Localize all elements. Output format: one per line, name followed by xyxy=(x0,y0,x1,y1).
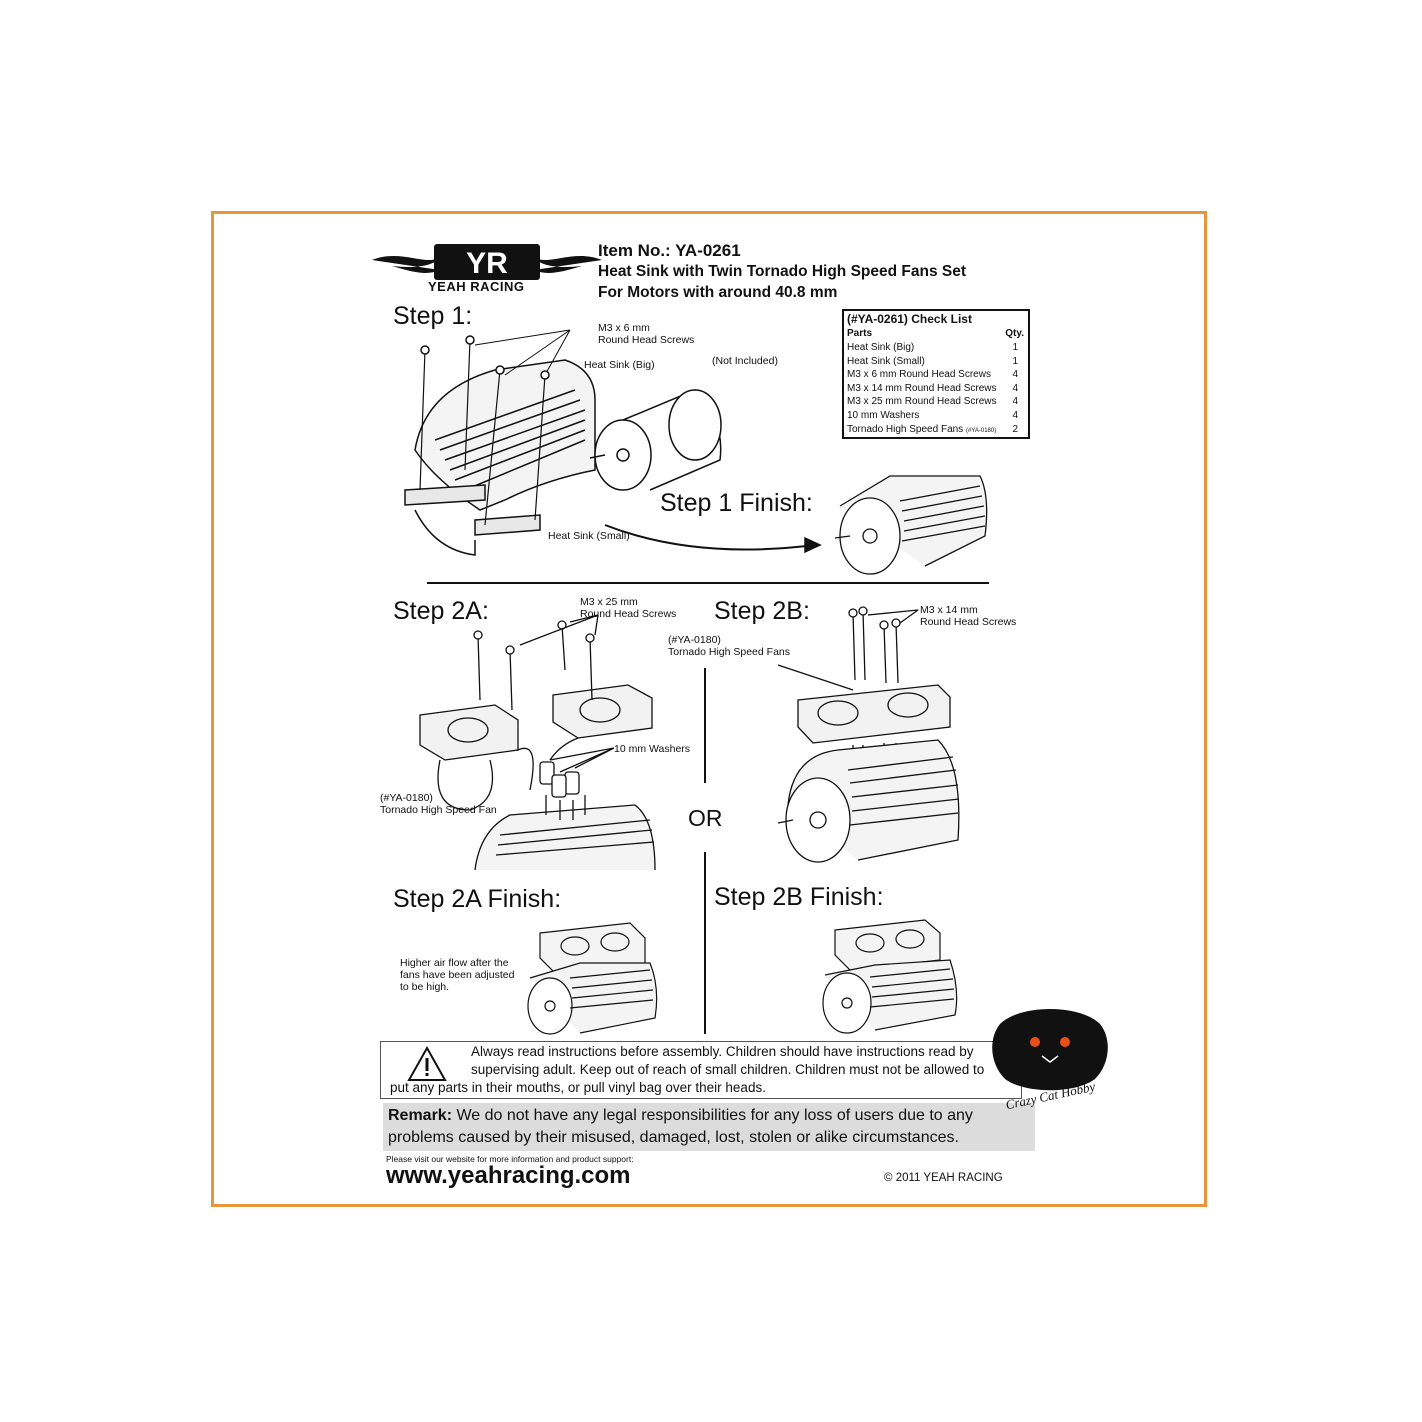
check-list-qty-header: Qty. xyxy=(1005,328,1024,339)
step2a-fan-label: (#YA-0180) Tornado High Speed Fan xyxy=(380,792,497,816)
check-list-row: Heat Sink (Small) 1 xyxy=(847,355,1022,369)
column-divider-top xyxy=(704,668,706,783)
warning-line2: supervising adult. Keep out of reach of … xyxy=(471,1062,985,1077)
remark-box: Remark: We do not have any legal respons… xyxy=(383,1103,1035,1151)
visit-note: Please visit our website for more inform… xyxy=(386,1154,634,1164)
not-included-label: (Not Included) xyxy=(712,355,778,367)
step1-finish-illustration xyxy=(834,475,988,575)
step2a-note: Higher air flow after the fans have been… xyxy=(400,957,515,993)
section-divider xyxy=(427,582,989,584)
safety-warning: Always read instructions before assembly… xyxy=(380,1041,1022,1099)
check-list-row: 10 mm Washers 4 xyxy=(847,409,1022,423)
crazy-cat-hobby-watermark: Crazy Cat Hobby xyxy=(992,1009,1108,1112)
step1-finish-title: Step 1 Finish: xyxy=(660,489,813,517)
part-qty: 2 xyxy=(1012,423,1018,435)
or-label: OR xyxy=(688,805,723,831)
part-name: M3 x 14 mm Round Head Screws xyxy=(847,382,997,394)
svg-text:YR: YR xyxy=(466,247,508,280)
check-list-row: M3 x 14 mm Round Head Screws 4 xyxy=(847,382,1022,396)
step2a-title: Step 2A: xyxy=(393,597,489,625)
washers-label: 10 mm Washers xyxy=(614,743,691,755)
remark-text1: We do not have any legal responsibilitie… xyxy=(456,1107,973,1124)
warning-triangle-icon xyxy=(407,1045,447,1081)
warning-line1: Always read instructions before assembly… xyxy=(471,1044,974,1059)
copyright: © 2011 YEAH RACING xyxy=(884,1172,1003,1184)
check-list-parts-header: Parts xyxy=(847,328,873,339)
product-title: Heat Sink with Twin Tornado High Speed F… xyxy=(598,263,967,280)
check-list-row: Tornado High Speed Fans (#YA-0180) 2 xyxy=(847,423,1022,437)
part-name: M3 x 25 mm Round Head Screws xyxy=(847,396,997,408)
check-list: (#YA-0261) Check List Parts Qty. Heat Si… xyxy=(842,309,1030,439)
copyright-text: 2011 YEAH RACING xyxy=(895,1172,1003,1184)
step1-screws-label: M3 x 6 mm Round Head Screws xyxy=(598,322,695,346)
check-list-row: Heat Sink (Big) 1 xyxy=(847,341,1022,355)
part-name: Heat Sink (Small) xyxy=(847,355,925,367)
warning-line3: put any parts in their mouths, or pull v… xyxy=(390,1080,766,1095)
check-list-row: M3 x 6 mm Round Head Screws 4 xyxy=(847,368,1022,382)
part-qty: 4 xyxy=(1012,410,1018,421)
part-name: Tornado High Speed Fans xyxy=(847,423,964,435)
brand-name: YEAH RACING xyxy=(428,279,525,294)
part-name: Heat Sink (Big) xyxy=(847,342,915,353)
part-qty: 4 xyxy=(1012,382,1018,394)
website-url: www.yeahracing.com xyxy=(386,1162,631,1189)
part-qty: 4 xyxy=(1012,369,1018,381)
part-tag: (#YA-0180) xyxy=(965,427,997,434)
part-name: M3 x 6 mm Round Head Screws xyxy=(847,369,991,381)
step2b-finish-title: Step 2B Finish: xyxy=(714,883,884,911)
item-number: Item No.: YA-0261 xyxy=(598,241,741,260)
step2a-illustration xyxy=(419,614,656,871)
step2b-finish-illustration xyxy=(822,919,958,1034)
part-qty: 1 xyxy=(1012,342,1018,353)
step1-title: Step 1: xyxy=(393,302,473,330)
check-list-row: M3 x 25 mm Round Head Screws 4 xyxy=(847,395,1022,409)
step2b-illustration xyxy=(777,606,960,863)
step2b-title: Step 2B: xyxy=(714,597,810,625)
remark-label: Remark: xyxy=(388,1107,453,1124)
copyright-icon: © xyxy=(884,1172,893,1184)
step2a-finish-title: Step 2A Finish: xyxy=(393,885,562,913)
step2b-screws-label: M3 x 14 mm Round Head Screws xyxy=(920,604,1017,628)
step2a-screws-label: M3 x 25 mm Round Head Screws xyxy=(580,596,677,620)
heat-sink-big-label: Heat Sink (Big) xyxy=(584,359,655,371)
remark-text2: problems caused by their misused, damage… xyxy=(388,1129,959,1146)
column-divider-bottom xyxy=(704,852,706,1034)
product-subtitle: For Motors with around 40.8 mm xyxy=(598,284,838,301)
part-qty: 1 xyxy=(1012,355,1018,367)
step2a-finish-illustration xyxy=(527,922,658,1035)
part-qty: 4 xyxy=(1012,396,1018,408)
yeah-racing-logo: YR xyxy=(372,244,602,280)
part-name: 10 mm Washers xyxy=(847,410,920,421)
heat-sink-small-label: Heat Sink (Small) xyxy=(548,530,630,542)
check-list-title: (#YA-0261) Check List xyxy=(847,312,972,326)
step1-illustration xyxy=(404,329,822,556)
step2a-fans-label: (#YA-0180) Tornado High Speed Fans xyxy=(668,634,790,658)
